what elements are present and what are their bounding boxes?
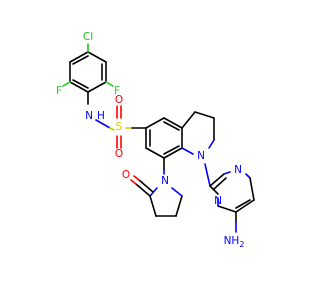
sulfonyl-oxygen-top: O bbox=[115, 94, 123, 106]
bond bbox=[209, 185, 219, 195]
amino-group: NH2 bbox=[224, 235, 245, 249]
bond bbox=[223, 171, 231, 175]
bond bbox=[163, 147, 183, 159]
sulfur-atom: S bbox=[116, 121, 123, 133]
bond bbox=[69, 81, 89, 93]
bond bbox=[249, 177, 255, 201]
molecule-structure: Cl F F N H S O O N N O N N NH2 bbox=[56, 31, 255, 249]
bond bbox=[87, 51, 107, 63]
bond bbox=[135, 183, 151, 197]
indoline-benzene-ring bbox=[145, 117, 183, 159]
bond bbox=[105, 81, 114, 87]
bond bbox=[163, 117, 183, 129]
bond bbox=[145, 147, 165, 159]
chlorine-atom: Cl bbox=[83, 31, 93, 43]
pyrrolidinone-nitrogen: N bbox=[161, 175, 169, 187]
bond bbox=[208, 139, 215, 149]
carbonyl-oxygen: O bbox=[122, 169, 130, 181]
bond bbox=[109, 127, 115, 131]
bond bbox=[209, 173, 225, 187]
pyrrolidinone-ring bbox=[130, 157, 183, 217]
bond bbox=[62, 81, 71, 87]
bond bbox=[145, 117, 165, 129]
bond bbox=[133, 175, 140, 181]
pyrimidine-nitrogen-1: N bbox=[234, 164, 242, 176]
amino-subscript: 2 bbox=[239, 240, 244, 249]
difluorochlorophenyl-ring bbox=[62, 43, 114, 105]
bond bbox=[194, 111, 215, 119]
bond bbox=[69, 51, 89, 63]
bond bbox=[204, 163, 211, 187]
bond bbox=[235, 199, 251, 209]
bond bbox=[163, 121, 180, 131]
bond bbox=[72, 55, 89, 65]
pyrimidine-nitrogen-2: N bbox=[214, 195, 222, 207]
bond bbox=[72, 79, 89, 89]
bond bbox=[130, 179, 137, 185]
bond bbox=[149, 195, 157, 217]
atom-labels: Cl F F N H S O O N N O N N NH2 bbox=[56, 31, 244, 249]
aminopyrimidine-ring bbox=[204, 163, 255, 233]
bond bbox=[87, 81, 107, 93]
bond bbox=[217, 205, 237, 213]
bond bbox=[138, 179, 154, 193]
bond bbox=[95, 119, 111, 129]
sulfonamide-group bbox=[95, 105, 147, 149]
molecule-canvas: Cl F F N H S O O N N O N N NH2 bbox=[56, 31, 255, 249]
sulfonamide-hydrogen: H bbox=[97, 110, 105, 122]
sulfonyl-oxygen-bottom: O bbox=[115, 148, 123, 160]
bond bbox=[245, 173, 251, 179]
indoline-nitrogen: N bbox=[197, 150, 205, 162]
bond bbox=[213, 177, 227, 190]
sulfonamide-nitrogen: N bbox=[85, 110, 93, 122]
bond bbox=[181, 111, 196, 129]
bond bbox=[235, 199, 255, 213]
amino-nh: NH bbox=[224, 235, 240, 247]
bond bbox=[181, 147, 194, 155]
bond bbox=[171, 187, 183, 197]
bond bbox=[175, 195, 183, 217]
fluorine-atom-left: F bbox=[56, 85, 62, 97]
bond bbox=[163, 145, 180, 155]
indoline-pyrroline-ring bbox=[181, 111, 215, 155]
fluorine-atom-right: F bbox=[114, 85, 120, 97]
